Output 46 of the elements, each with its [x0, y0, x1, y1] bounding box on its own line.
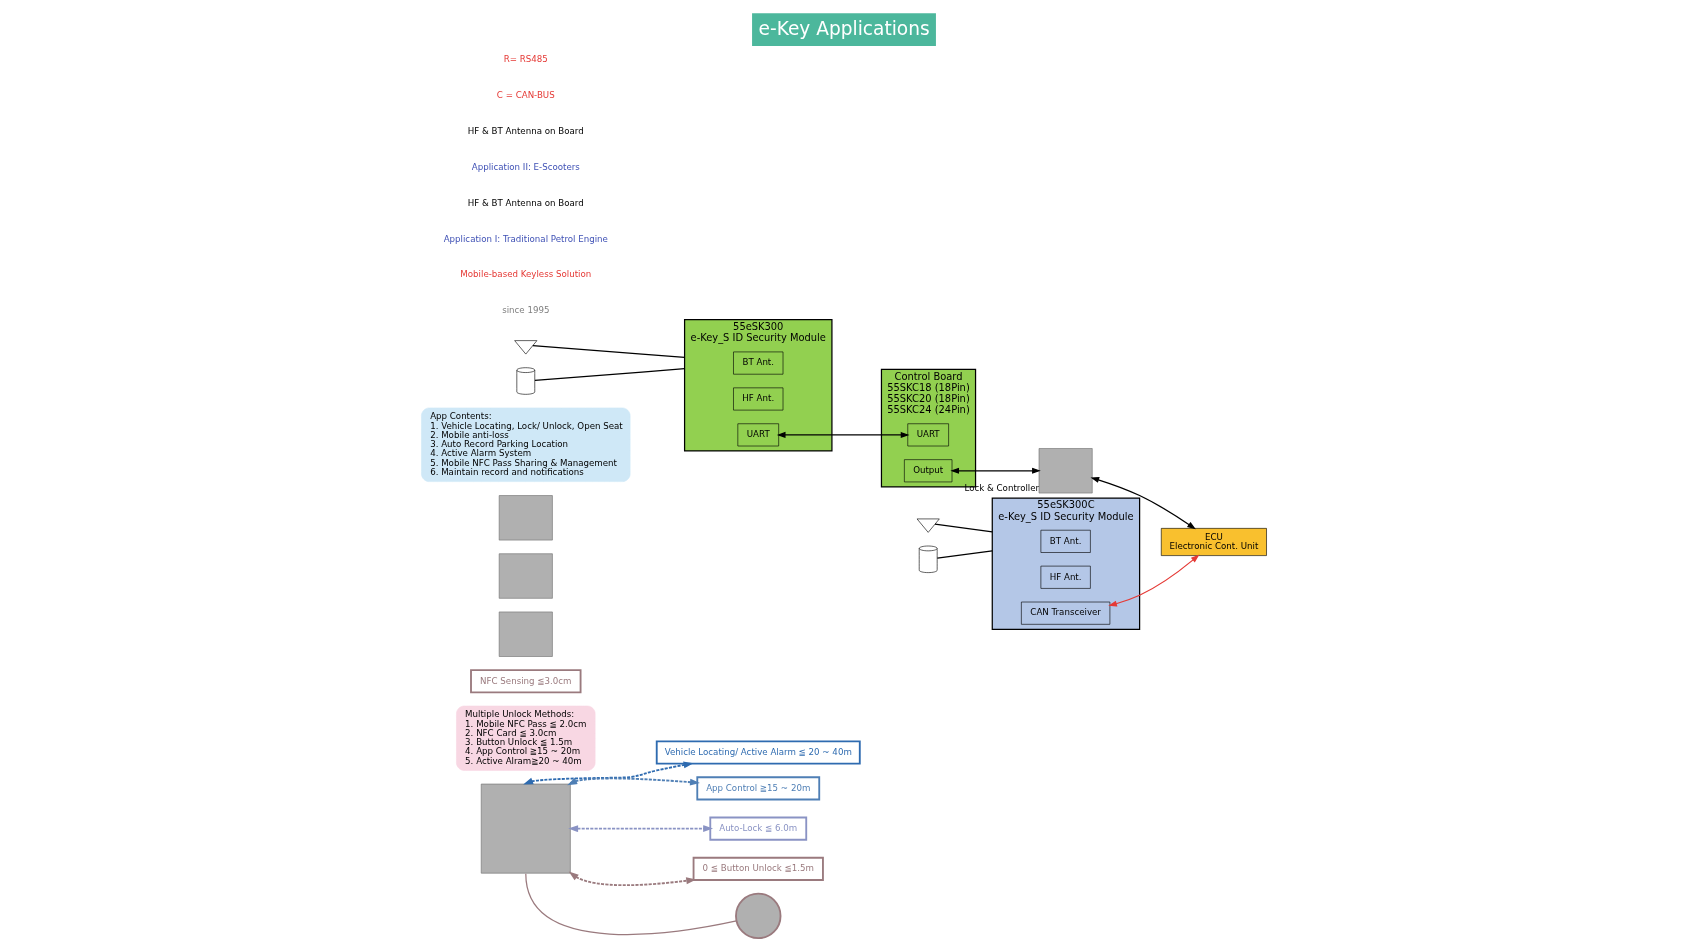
node-box: NFC Sensing ≦3.0cm	[469, 669, 581, 694]
label: R= RS485	[503, 54, 548, 65]
node-box: HF Ant.	[732, 387, 783, 411]
label: HF & BT Antenna on Board	[467, 197, 584, 208]
diagram-title: e-Key Applications	[758, 17, 930, 39]
label: Mobile-based Keyless Solution	[459, 269, 591, 280]
arrow	[949, 467, 1041, 474]
node-box	[498, 553, 553, 599]
node-antenna	[513, 340, 537, 355]
node-box: UART	[906, 423, 949, 447]
node-box: Auto-Lock ≦ 6.0m	[708, 816, 807, 841]
node-box	[480, 783, 571, 874]
connector	[936, 550, 993, 559]
arrow	[568, 871, 696, 887]
connector	[531, 345, 685, 358]
label: HF & BT Antenna on Board	[467, 125, 584, 136]
node-box: Output	[903, 459, 952, 483]
node-box: BT Ant.	[1040, 529, 1091, 553]
node-circle	[734, 892, 781, 940]
node-box: CAN Transceiver	[1020, 601, 1110, 625]
node-box	[1038, 448, 1093, 494]
arrow	[776, 431, 909, 438]
label: Application II: E-Scooters	[471, 161, 580, 172]
arrow	[567, 825, 713, 833]
node-box: App Contents: 1. Vehicle Locating, Lock/ Unlock, Open Seat 2. Mobile anti-loss 3. Auto Record Parking Location 4. Active Alarm System 5. Mobile NFC Pass Sharing & Management 6. Maintain record and notifications	[420, 407, 630, 482]
node-box: Vehicle Locating/ Active Alarm ≦ 20 ~ 40m	[655, 740, 861, 765]
label: Application I: Traditional Petrol Engine	[443, 233, 608, 244]
node-box: ECU Electronic Cont. Unit	[1160, 528, 1267, 556]
node-box: UART	[737, 423, 779, 447]
connector	[533, 368, 685, 381]
arrow	[566, 777, 700, 786]
label: since 1995	[501, 305, 549, 316]
node-box: BT Ant.	[732, 351, 783, 375]
label: C = CAN-BUS	[496, 89, 555, 100]
connector	[524, 873, 737, 936]
node-box: 0 ≦ Button Unlock ≦1.5m	[692, 856, 824, 881]
node-box: App Control ≧15 ~ 20m	[695, 776, 820, 801]
node-box: Multiple Unlock Methods: 1. Mobile NFC Pass ≦ 2.0cm 2. NFC Card ≦ 3.0cm 3. Button Unlock ≦ 1.5m 4. App Control ≧15 ~ 20m 5. Active Alram≧20 ~ 40m	[455, 705, 595, 771]
node-box: HF Ant.	[1040, 565, 1091, 589]
node-box	[498, 611, 553, 657]
node-antenna	[916, 518, 940, 533]
arrow	[1090, 477, 1196, 530]
arrow	[522, 761, 693, 785]
arrow	[1107, 554, 1199, 607]
node-box	[498, 495, 553, 541]
connector	[933, 523, 993, 533]
